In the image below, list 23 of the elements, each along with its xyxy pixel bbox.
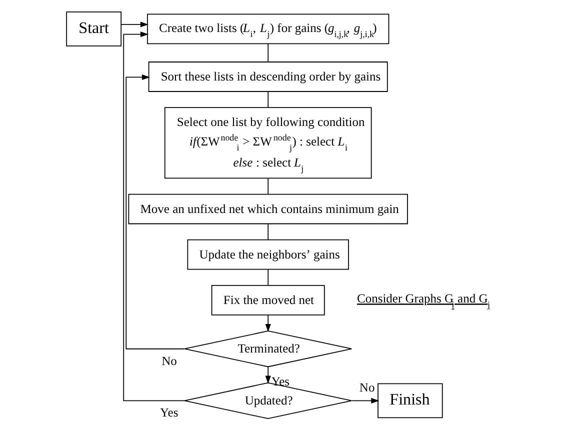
edge-label: No (161, 354, 176, 368)
edge-label: Yes (160, 406, 178, 420)
node-box: Create two lists (L$_{i}$, L$_{j}$) for gains (g$_{i,j,k}$, g$_{j,i,k}$) (146, 14, 389, 44)
arrow (122, 31, 184, 402)
node-box: Start (66, 12, 122, 46)
node-diamond: Terminated? (184, 330, 352, 368)
node-box: Select one list by following condition if(ΣW$^{node}$$_{i}$ > ΣW$^{node}$$_{j}$) : select L$_{i}$ else : select L$_{j}$ (164, 107, 372, 179)
arrow (125, 74, 184, 350)
node-box: Sort these lists in descending order by gains (148, 62, 388, 92)
node-box: Fix the moved net (210, 284, 324, 316)
connector (267, 43, 268, 62)
arrow (264, 366, 270, 384)
node-box: Finish (377, 383, 442, 418)
connector (267, 91, 268, 108)
arrow (264, 314, 270, 332)
arrow (351, 398, 379, 404)
connector (267, 223, 268, 240)
arrow (120, 22, 148, 28)
connector (267, 178, 268, 194)
connector (267, 269, 268, 286)
node-box: Update the neighbors’ gains (186, 239, 348, 270)
node-box: Move an unfixed net which contains minimum gain (128, 194, 408, 224)
edge-label: No (358, 380, 374, 394)
